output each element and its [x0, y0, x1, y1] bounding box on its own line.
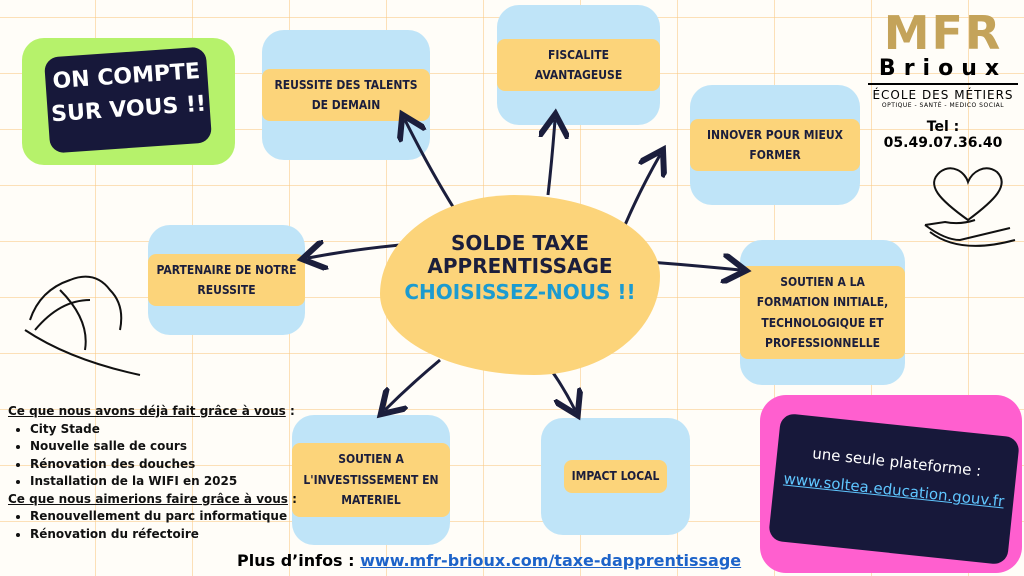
list-item: Rénovation des douches — [30, 456, 297, 474]
list-item: Rénovation du réfectoire — [30, 526, 297, 544]
logo-specialties: OPTIQUE - SANTÉ - MEDICO SOCIAL — [881, 102, 1005, 109]
platform-box: une seule plateforme : www.soltea.educat… — [760, 395, 1022, 573]
list-item: City Stade — [30, 421, 297, 439]
list-item: Renouvellement du parc informatique — [30, 508, 297, 526]
benefit-label: PARTENAIRE DE NOTRE REUSSITE — [148, 253, 305, 307]
arrow — [405, 120, 457, 211]
achievements-list: Ce que nous avons déjà fait grâce à vous… — [8, 403, 297, 543]
benefit-impact: IMPACT LOCAL — [541, 418, 690, 535]
benefit-label: FISCALITE AVANTAGEUSE — [497, 38, 660, 92]
list-item: Installation de la WIFI en 2025 — [30, 473, 297, 491]
benefit-label: IMPACT LOCAL — [563, 460, 668, 493]
footer-link[interactable]: www.mfr-brioux.com/taxe-dapprentissage — [360, 551, 742, 570]
center-cta: CHOISISSEZ-NOUS !! — [404, 280, 636, 304]
logo-mfr: MFR — [883, 6, 1003, 60]
benefit-formation: SOUTIEN A LA FORMATION INITIALE, TECHNOL… — [740, 240, 905, 385]
arrow — [308, 245, 401, 258]
handshake-icon — [24, 275, 141, 376]
hand-icon — [924, 219, 1016, 247]
on-compte-badge: ON COMPTE SUR VOUS !! — [22, 38, 235, 165]
arrow — [647, 262, 740, 270]
benefit-partenaire: PARTENAIRE DE NOTRE REUSSITE — [148, 225, 305, 335]
benefit-label: SOUTIEN A LA FORMATION INITIALE, TECHNOL… — [740, 265, 905, 360]
center-title: SOLDE TAXE APPRENTISSAGE — [427, 231, 613, 278]
benefit-investissement: SOUTIEN A L'INVESTISSEMENT EN MATERIEL — [292, 415, 450, 545]
heart-icon — [933, 167, 1003, 222]
benefit-innover: INNOVER POUR MIEUX FORMER — [690, 85, 860, 205]
phone-number: Tel : 05.49.07.36.40 — [883, 119, 1003, 151]
center-blob — [380, 195, 660, 375]
benefit-reussite: REUSSITE DES TALENTS DE DEMAIN — [262, 30, 430, 160]
wish-heading: Ce que nous aimerions faire grâce à vous — [8, 491, 288, 506]
arrow — [385, 358, 441, 410]
arrow — [623, 155, 660, 226]
footer: Plus d’infos : www.mfr-brioux.com/taxe-d… — [237, 551, 741, 570]
center-text: SOLDE TAXE APPRENTISSAGE CHOISISSEZ-NOUS… — [380, 231, 660, 305]
benefit-label: SOUTIEN A L'INVESTISSEMENT EN MATERIEL — [292, 443, 450, 517]
benefit-fiscalite: FISCALITE AVANTAGEUSE — [497, 5, 660, 125]
footer-label: Plus d’infos : — [237, 551, 355, 570]
arrow — [548, 120, 555, 196]
logo-school: ÉCOLE DES MÉTIERS — [872, 88, 1014, 102]
logo-town: Brioux — [868, 56, 1018, 85]
list-item: Nouvelle salle de cours — [30, 438, 297, 456]
done-heading: Ce que nous avons déjà fait grâce à vous — [8, 404, 286, 418]
benefit-label: INNOVER POUR MIEUX FORMER — [690, 118, 860, 172]
mfr-logo: MFR Brioux ÉCOLE DES MÉTIERS OPTIQUE - S… — [868, 10, 1018, 151]
